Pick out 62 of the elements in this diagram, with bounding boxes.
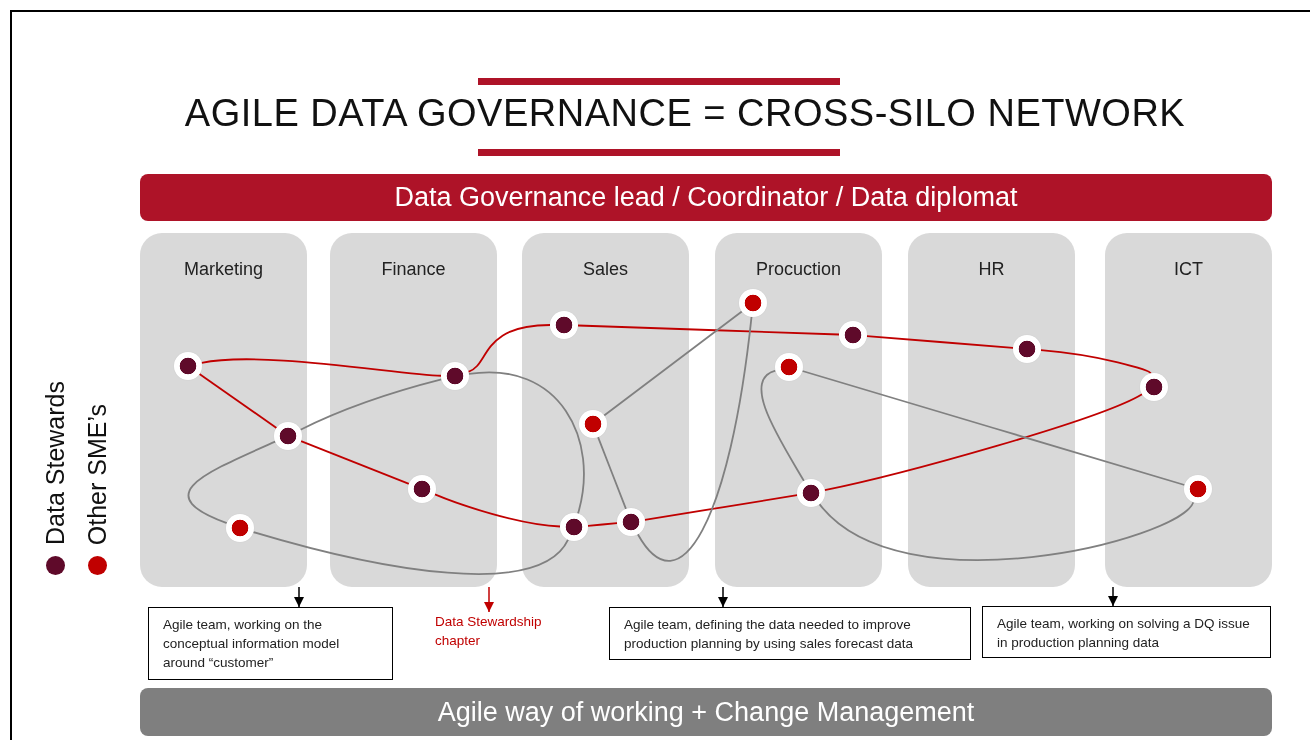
network-dot [174,352,202,380]
network-line [1040,349,1152,375]
network-dot [1013,335,1041,363]
arrow [483,586,495,613]
network-line [299,378,443,431]
network-dot [839,321,867,349]
network-line [801,370,1186,486]
network-line [467,324,551,373]
callout-box: Agile team, working on solving a DQ issue in production planning data [982,606,1271,658]
silo-column [715,233,882,587]
network-line [200,358,442,377]
silo-column [140,233,307,587]
silo-column [908,233,1075,587]
network-dot [274,422,302,450]
silo-column [522,233,689,587]
network-dot [775,353,803,381]
network-dot [1184,475,1212,503]
network-line [643,494,799,521]
network-line [577,324,840,336]
network-line [597,436,627,510]
arrow [293,586,305,608]
arrow [717,586,729,608]
silo-label: HR [977,259,1006,280]
silo-label: Sales [582,259,629,280]
network-line [434,493,561,528]
network-dot [739,289,767,317]
network-dot [617,508,645,536]
network-line [636,316,753,562]
note-text: Data Stewardship chapter [433,612,568,652]
network-dot [226,514,254,542]
silo-column [330,233,497,587]
network-line [818,501,1195,561]
network-line [467,371,585,515]
silo-label: ICT [1173,259,1204,280]
callout-box: Agile team, working on the conceptual information model around “customer” [148,607,393,680]
network-line [603,310,743,417]
network-dot [797,479,825,507]
callout-box: Agile team, defining the data needed to improve production planning by using sales forecast data [609,607,971,660]
network-line [823,393,1143,492]
network-dot [560,513,588,541]
network-line [198,373,278,429]
legend-label: Other SME’s [82,403,112,545]
header-band: Data Governance lead / Coordinator / Data diplomat [140,174,1272,221]
network-line [252,531,569,575]
footer-band: Agile way of working + Change Management [140,688,1272,736]
network-line [866,335,1014,349]
network-dot [1140,373,1168,401]
silo-label: Procuction [754,259,842,280]
arrow [1107,586,1119,607]
network-dot [579,410,607,438]
silo-column [1105,233,1272,587]
legend-label: Data Stewards [40,381,70,545]
network-line [587,522,618,527]
network-dot [441,362,469,390]
network-dot [408,475,436,503]
silo-label: Finance [380,259,447,280]
network-line [187,440,277,525]
network-dot [550,311,578,339]
silo-label: Marketing [183,259,264,280]
title: AGILE DATA GOVERNANCE = CROSS-SILO NETWORK [183,92,1187,135]
network-line [300,440,410,485]
network-line [760,369,805,482]
